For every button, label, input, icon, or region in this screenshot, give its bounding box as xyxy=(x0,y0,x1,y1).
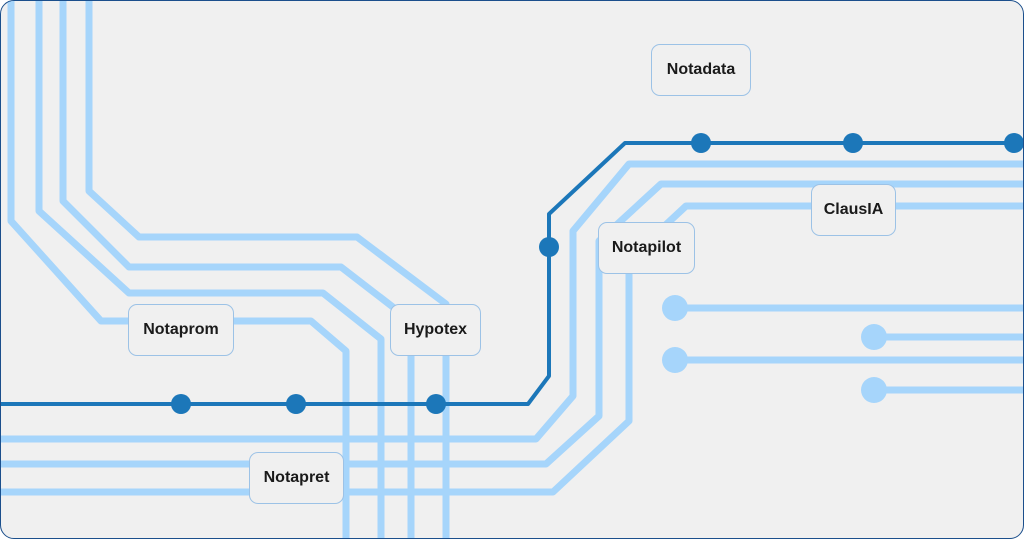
station-label-hypotex: Hypotex xyxy=(390,304,481,356)
main-line-stop xyxy=(286,394,306,414)
station-label-notaprom: Notaprom xyxy=(128,304,234,356)
station-label-notapret: Notapret xyxy=(249,452,344,504)
station-label-clausia: ClausIA xyxy=(811,184,896,236)
light-terminal-dot xyxy=(861,377,887,403)
main-line-stop xyxy=(1004,133,1023,153)
light-terminal-dot xyxy=(861,324,887,350)
main-line-stop xyxy=(691,133,711,153)
light-line xyxy=(1,202,1023,496)
light-line xyxy=(35,1,385,538)
light-line xyxy=(1,180,1023,468)
light-line xyxy=(59,1,415,538)
light-terminal-dot xyxy=(662,347,688,373)
station-label-notapilot: Notapilot xyxy=(598,222,695,274)
light-terminal-dot xyxy=(662,295,688,321)
station-label-notadata: Notadata xyxy=(651,44,751,96)
light-line xyxy=(1,160,1023,443)
main-line-stop xyxy=(843,133,863,153)
main-line-stop xyxy=(426,394,446,414)
main-line-stop xyxy=(539,237,559,257)
main-line-stop xyxy=(171,394,191,414)
